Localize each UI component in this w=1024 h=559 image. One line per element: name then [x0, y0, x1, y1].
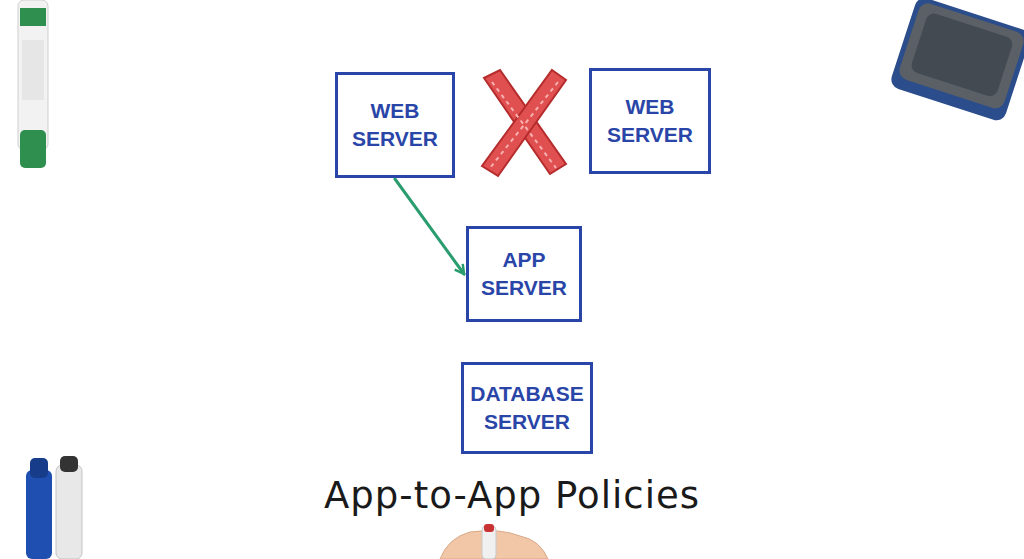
eraser	[889, 0, 1024, 123]
diagram-title: App-to-App Policies	[0, 474, 1024, 517]
flow-arrow	[395, 179, 464, 274]
box-label: WEB SERVER	[598, 93, 702, 150]
box-label: APP SERVER	[475, 246, 573, 303]
server-box: APP SERVER	[466, 226, 582, 322]
box-label: WEB SERVER	[344, 97, 446, 154]
server-box: WEB SERVER	[589, 68, 711, 174]
server-box: DATABASE SERVER	[461, 362, 593, 454]
markers	[26, 456, 82, 559]
server-box: WEB SERVER	[335, 72, 455, 178]
blocked-mark	[482, 70, 566, 176]
box-label: DATABASE SERVER	[470, 380, 584, 437]
green-marker	[18, 0, 48, 168]
hand	[440, 524, 548, 559]
